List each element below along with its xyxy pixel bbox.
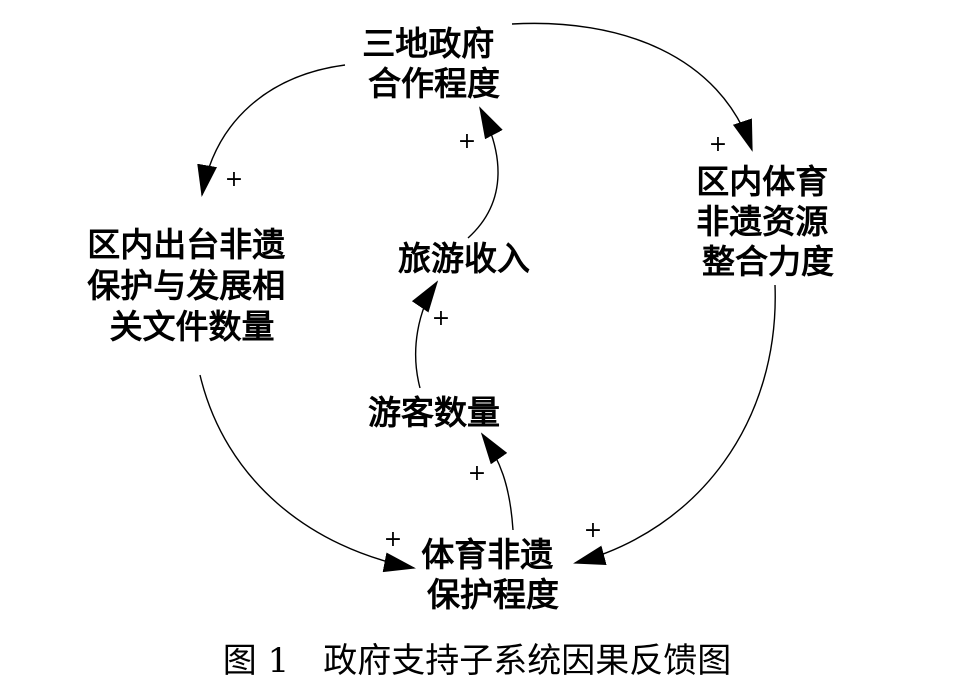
polarity-sign-govt-to-resource: + (709, 132, 727, 157)
node-policy-docs-line-1: 区内出台非遗 (87, 225, 285, 264)
node-resource-integration: 区内体育 非遗资源 整合力度 (696, 162, 840, 281)
node-protection-degree: 体育非遗 保护程度 (421, 535, 565, 614)
polarity-sign-govt-to-policy: + (225, 167, 243, 192)
node-tourist-count: 游客数量 (368, 393, 500, 432)
polarity-sign-protection-to-tourists: + (468, 461, 486, 486)
polarity-sign-income-to-govt: + (458, 129, 476, 154)
figure-caption: 图 1 政府支持子系统因果反馈图 (223, 641, 731, 681)
node-tourism-income-line-1: 旅游收入 (398, 239, 530, 278)
polarity-sign-tourists-to-income: + (432, 306, 450, 331)
polarity-sign-policy-to-protection: + (384, 527, 402, 552)
node-govt-coop-line-1: 三地政府 (362, 24, 494, 63)
edge-tourists-to-income (411, 280, 439, 389)
node-resource-integration-line-1: 区内体育 (696, 162, 828, 201)
edge-policy-to-protection (199, 374, 416, 573)
edge-protection-to-tourists (480, 432, 514, 531)
node-resource-integration-line-3: 整合力度 (702, 242, 834, 281)
edge-govt-to-resource (511, 22, 753, 152)
node-policy-docs: 区内出台非遗 保护与发展相 关文件数量 (87, 225, 297, 346)
polarity-sign-resource-to-protection: + (584, 518, 602, 543)
node-tourist-count-line-1: 游客数量 (368, 393, 500, 432)
edge-income-to-govt (467, 106, 503, 239)
edge-resource-to-protection (573, 284, 776, 565)
node-protection-degree-line-2: 保护程度 (427, 575, 559, 614)
node-govt-coop-line-2: 合作程度 (368, 64, 500, 103)
node-govt-coop: 三地政府 合作程度 (362, 24, 506, 103)
node-resource-integration-line-2: 非遗资源 (696, 202, 828, 241)
node-policy-docs-line-3: 关文件数量 (110, 307, 275, 346)
node-policy-docs-line-2: 保护与发展相 (87, 266, 285, 305)
edge-govt-to-policy (197, 64, 346, 197)
node-tourism-income: 旅游收入 (398, 239, 530, 278)
node-protection-degree-line-1: 体育非遗 (421, 535, 553, 574)
